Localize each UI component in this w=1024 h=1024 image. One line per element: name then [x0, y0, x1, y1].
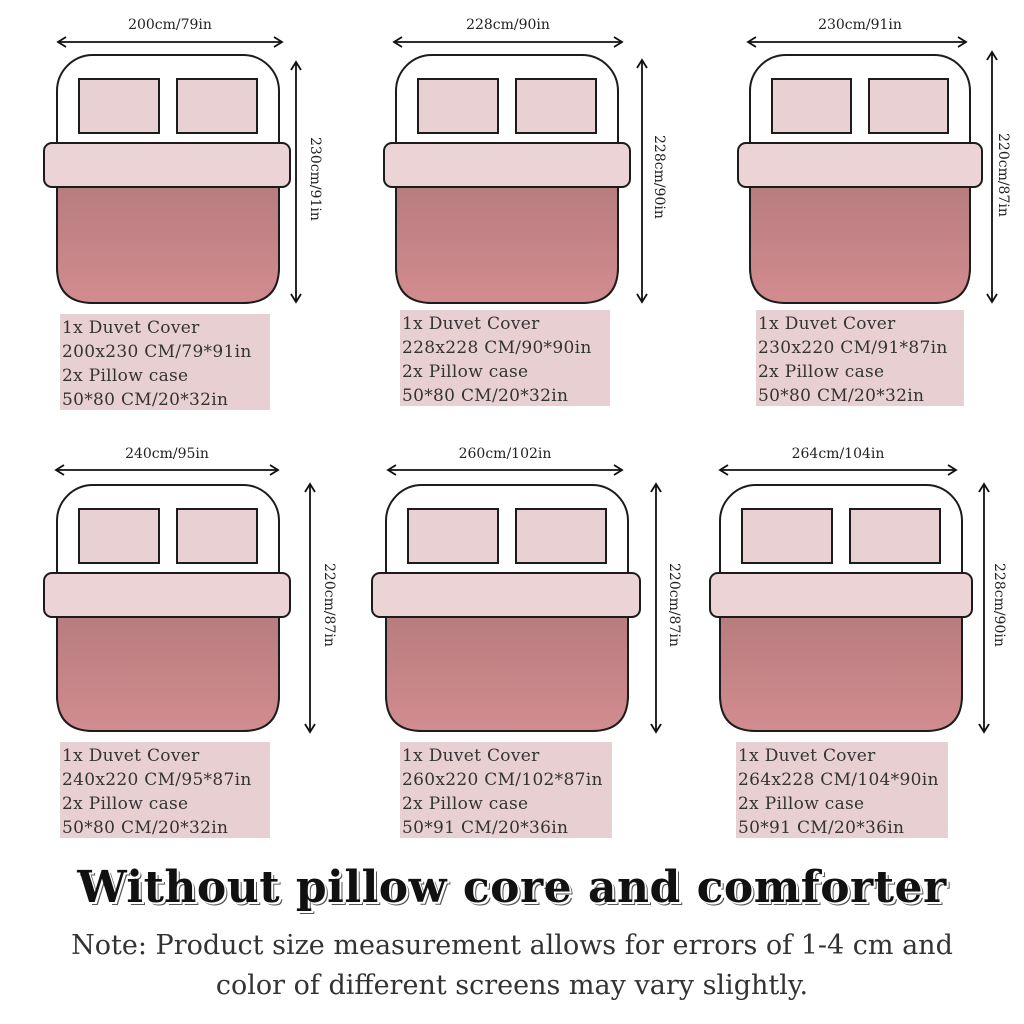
duvet-fold	[383, 142, 631, 188]
spec-line: 50*91 CM/20*36in	[738, 818, 905, 838]
duvet-cover	[749, 176, 971, 304]
duvet-cover	[385, 606, 629, 732]
spec-box: 1x Duvet Cover 200x230 CM/79*91in 2x Pillo…	[60, 314, 270, 410]
duvet-cover	[56, 606, 280, 732]
spec-line: 2x Pillow case	[738, 794, 865, 814]
duvet-cover	[395, 176, 619, 304]
spec-line: 2x Pillow case	[402, 794, 529, 814]
duvet-fold	[371, 572, 641, 618]
pillow-right	[515, 78, 597, 134]
spec-line: 1x Duvet Cover	[758, 314, 896, 334]
spec-line: 50*80 CM/20*32in	[758, 386, 925, 406]
spec-line: 228x228 CM/90*90in	[402, 338, 592, 358]
pillow-left	[407, 508, 499, 564]
pillow-right	[515, 508, 607, 564]
duvet-cover	[56, 176, 280, 304]
width-label: 230cm/91in	[818, 17, 902, 33]
width-arrow	[56, 36, 284, 48]
pillow-left	[78, 508, 160, 564]
spec-box: 1x Duvet Cover 230x220 CM/91*87in 2x Pillo…	[756, 310, 964, 406]
height-arrow	[986, 50, 998, 304]
height-label: 220cm/87in	[995, 133, 1011, 217]
spec-line: 50*80 CM/20*32in	[62, 390, 229, 410]
pillow-right	[849, 508, 941, 564]
spec-line: 2x Pillow case	[62, 794, 189, 814]
width-arrow	[54, 464, 280, 476]
spec-line: 1x Duvet Cover	[402, 746, 540, 766]
spec-line: 1x Duvet Cover	[62, 746, 200, 766]
width-arrow	[718, 464, 958, 476]
width-label: 264cm/104in	[791, 446, 885, 462]
disclaimer-note: Note: Product size measurement allows fo…	[71, 930, 953, 1001]
width-arrow	[386, 464, 624, 476]
headline: Without pillow core and comforter	[77, 862, 947, 913]
spec-line: 50*80 CM/20*32in	[402, 386, 569, 406]
height-label: 220cm/87in	[666, 563, 682, 647]
spec-line: 240x220 CM/95*87in	[62, 770, 252, 790]
pillow-left	[741, 508, 833, 564]
spec-line: 1x Duvet Cover	[62, 318, 200, 338]
height-label: 220cm/87in	[321, 563, 337, 647]
width-arrow	[746, 36, 968, 48]
pillow-left	[417, 78, 499, 134]
pillow-left	[78, 78, 160, 134]
width-label: 200cm/79in	[128, 17, 212, 33]
duvet-fold	[43, 142, 291, 188]
spec-line: 200x230 CM/79*91in	[62, 342, 252, 362]
height-label: 228cm/90in	[991, 563, 1007, 647]
spec-box: 1x Duvet Cover 264x228 CM/104*90in 2x Pill…	[736, 742, 948, 838]
spec-line: 50*80 CM/20*32in	[62, 818, 229, 838]
pillow-left	[771, 78, 852, 134]
width-arrow	[392, 36, 624, 48]
spec-line: 260x220 CM/102*87in	[402, 770, 603, 790]
height-arrow	[304, 482, 316, 734]
height-label: 228cm/90in	[651, 135, 667, 219]
width-label: 228cm/90in	[466, 17, 550, 33]
duvet-fold	[709, 572, 973, 618]
spec-line: 230x220 CM/91*87in	[758, 338, 948, 358]
spec-line: 50*91 CM/20*36in	[402, 818, 569, 838]
spec-line: 2x Pillow case	[758, 362, 885, 382]
pillow-right	[176, 78, 258, 134]
width-label: 240cm/95in	[125, 446, 209, 462]
duvet-cover	[719, 606, 963, 732]
height-arrow	[650, 482, 662, 734]
spec-line: 2x Pillow case	[62, 366, 189, 386]
duvet-fold	[737, 142, 983, 188]
spec-box: 1x Duvet Cover 228x228 CM/90*90in 2x Pillo…	[400, 310, 610, 406]
pillow-right	[868, 78, 949, 134]
height-arrow	[290, 60, 302, 304]
spec-line: 1x Duvet Cover	[738, 746, 876, 766]
spec-line: 2x Pillow case	[402, 362, 529, 382]
duvet-fold	[43, 572, 291, 618]
height-arrow	[636, 58, 648, 304]
spec-line: 264x228 CM/104*90in	[738, 770, 939, 790]
spec-box: 1x Duvet Cover 260x220 CM/102*87in 2x Pill…	[400, 742, 612, 838]
height-label: 230cm/91in	[307, 137, 323, 221]
spec-box: 1x Duvet Cover 240x220 CM/95*87in 2x Pillo…	[60, 742, 270, 838]
height-arrow	[978, 482, 990, 734]
width-label: 260cm/102in	[458, 446, 552, 462]
spec-line: 1x Duvet Cover	[402, 314, 540, 334]
pillow-right	[176, 508, 258, 564]
